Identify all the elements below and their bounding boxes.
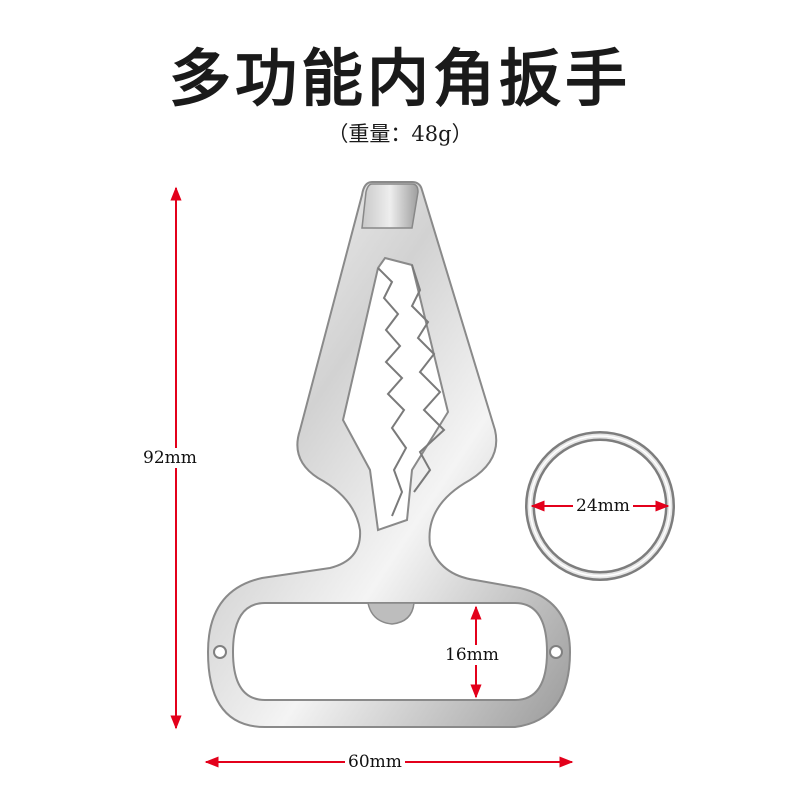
wrench-body (206, 181, 572, 728)
key-ring (525, 431, 675, 581)
height-dimension-label: 92mm (140, 448, 200, 468)
page-title: 多功能内角扳手 (168, 42, 631, 115)
ring-dimension-label: 24mm (573, 496, 633, 516)
weight-subtitle: （重量：48g） (327, 122, 473, 146)
slot-dimension-label: 16mm (442, 645, 502, 665)
width-dimension-label: 60mm (345, 752, 405, 772)
